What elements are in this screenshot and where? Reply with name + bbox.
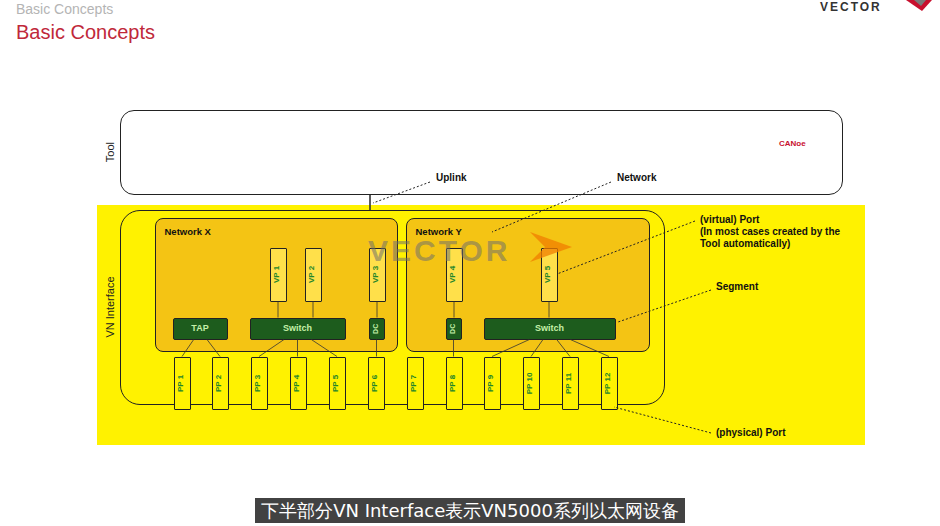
- callout-label: (physical) Port: [716, 427, 785, 439]
- label-anchor: VECTOR: [820, 0, 882, 14]
- physical-port: PP 12: [601, 357, 618, 410]
- link-line: [297, 340, 298, 357]
- port-label: PP 2: [216, 374, 225, 391]
- physical-port: PP 3: [251, 357, 268, 410]
- label-anchor: (virtual) Port: [700, 214, 759, 226]
- link-line: [376, 340, 377, 357]
- label-anchor: (In most cases created by the Tool autom…: [700, 226, 845, 250]
- callout-note: (In most cases created by the Tool autom…: [700, 226, 845, 250]
- port-label: TAP: [191, 324, 208, 334]
- corner-logo-mark: [906, 0, 932, 11]
- link-line: [570, 340, 609, 357]
- port-label: PP 12: [605, 372, 614, 394]
- port-label: VP 5: [545, 266, 554, 283]
- leader-line: [614, 407, 711, 433]
- watermark: VECTOR: [368, 233, 510, 269]
- port-label: VP 2: [309, 266, 318, 283]
- label-anchor: Basic Concepts: [16, 20, 155, 44]
- port-label: DC: [373, 323, 381, 333]
- physical-port: PP 8: [446, 357, 463, 410]
- port-label: PP 11: [566, 372, 575, 393]
- faded-heading: Basic Concepts: [16, 1, 113, 18]
- caption-anchor: 下半部分VN Interface表示VN5000系列以太网设备: [0, 498, 940, 523]
- callout-label: Segment: [716, 281, 758, 293]
- physical-port: PP 9: [484, 357, 501, 410]
- port-label: Switch: [535, 324, 564, 334]
- port-label: PP 9: [488, 374, 497, 391]
- label-anchor: VECTOR: [368, 233, 510, 269]
- leader-line: [618, 290, 711, 322]
- leader-line: [492, 182, 611, 232]
- port-label: PP 1: [178, 374, 187, 391]
- port-label: DC: [450, 323, 458, 333]
- physical-port: PP 6: [368, 357, 385, 410]
- physical-port: PP 5: [329, 357, 346, 410]
- link-line: [207, 340, 220, 357]
- port-label: PP 8: [450, 374, 459, 391]
- logo-text: CANoe: [779, 139, 806, 149]
- port-label: PP 4: [294, 374, 303, 391]
- segment-box: Switch: [484, 318, 616, 340]
- subtitle-caption: 下半部分VN Interface表示VN5000系列以太网设备: [255, 498, 685, 523]
- callout-label: (virtual) Port: [700, 214, 759, 226]
- physical-port: PP 7: [407, 357, 424, 410]
- segment-box: DC: [446, 318, 462, 340]
- callout-label: Uplink: [436, 172, 467, 184]
- link-line: [454, 302, 455, 318]
- link-line: [259, 340, 284, 357]
- label-anchor: Basic Concepts: [16, 1, 113, 18]
- segment-box: TAP: [173, 318, 228, 340]
- physical-port: PP 10: [523, 357, 540, 410]
- link-line: [377, 302, 378, 318]
- link-line: [492, 340, 529, 357]
- physical-port: PP 4: [290, 357, 307, 410]
- link-line: [557, 340, 570, 357]
- network-box: Network X VP 1 VP 2 VP 3 TAP Switch DC: [155, 218, 398, 352]
- link-line: [278, 302, 279, 318]
- network-heading: Network X: [165, 227, 211, 237]
- port-label: Switch: [283, 324, 312, 334]
- tool-box: Tool: [120, 110, 843, 195]
- virtual-port: VP 2: [305, 248, 322, 302]
- physical-port: PP 2: [212, 357, 229, 410]
- virtual-port: VP 1: [270, 248, 287, 302]
- link-line: [549, 302, 550, 318]
- physical-port: PP 1: [174, 357, 191, 410]
- port-label: PP 3: [255, 374, 264, 391]
- leader-line: [373, 182, 430, 203]
- link-line: [313, 302, 314, 318]
- logo-text: VECTOR: [820, 0, 882, 14]
- port-label: VP 4: [450, 266, 459, 283]
- label-anchor: Network: [617, 172, 656, 184]
- label-anchor: Uplink: [436, 172, 467, 184]
- side-heading: Tool: [104, 142, 116, 162]
- link-line: [369, 195, 371, 210]
- slide-title: Basic Concepts: [16, 20, 155, 44]
- port-label: PP 10: [527, 372, 536, 394]
- label-anchor: CANoe: [779, 139, 806, 149]
- physical-port: PP 11: [562, 357, 579, 410]
- port-label: PP 6: [372, 374, 381, 391]
- yellow-band: [97, 205, 865, 445]
- label-anchor: (physical) Port: [716, 427, 785, 439]
- link-line: [531, 340, 543, 357]
- port-label: VP 1: [274, 266, 283, 283]
- link-line: [453, 340, 454, 357]
- callout-label: Network: [617, 172, 656, 184]
- link-line: [182, 340, 194, 357]
- leader-line: [557, 221, 695, 274]
- label-anchor: Segment: [716, 281, 758, 293]
- link-line: [311, 340, 337, 357]
- watermark-chevron: [530, 232, 572, 262]
- side-heading: VN Interface: [104, 277, 116, 338]
- port-label: PP 7: [411, 374, 420, 391]
- segment-box: Switch: [250, 318, 346, 340]
- segment-box: DC: [369, 318, 385, 340]
- port-label: VP 3: [373, 266, 382, 283]
- port-label: PP 5: [333, 374, 342, 391]
